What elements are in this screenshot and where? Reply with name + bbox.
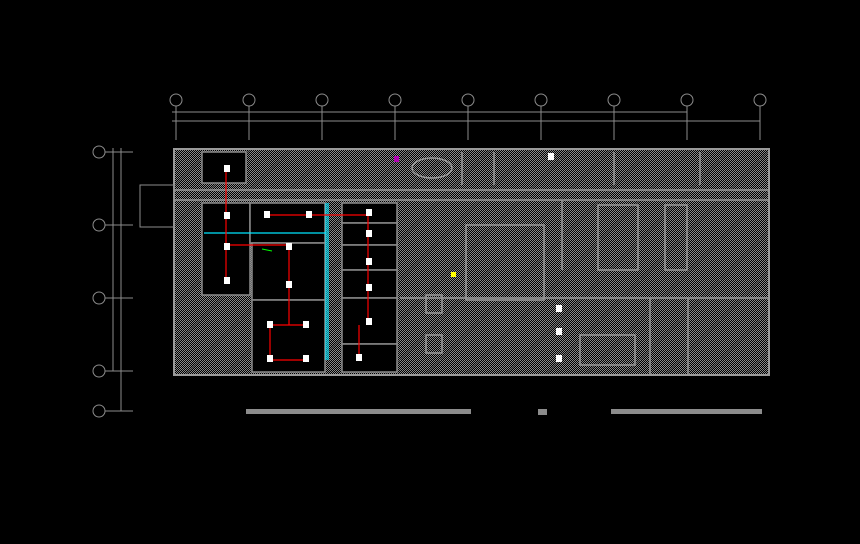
light-fixture bbox=[267, 355, 273, 362]
light-fixture bbox=[224, 277, 230, 284]
furniture-1 bbox=[425, 294, 443, 314]
marker-magenta bbox=[394, 156, 399, 162]
light-fixture bbox=[366, 284, 372, 291]
axis-bubble bbox=[169, 93, 183, 107]
light-fixture bbox=[366, 318, 372, 325]
light-fixture bbox=[303, 321, 309, 328]
light-fixture bbox=[224, 212, 230, 219]
axis-bubble bbox=[92, 404, 106, 418]
room-east-3 bbox=[341, 244, 398, 271]
atrium-wall bbox=[465, 224, 545, 301]
light-fixture bbox=[366, 230, 372, 237]
axis-bubble bbox=[461, 93, 475, 107]
room-east-6 bbox=[341, 343, 398, 373]
light-fixture bbox=[366, 209, 372, 216]
light-fixture bbox=[286, 243, 292, 250]
light-fixture bbox=[286, 281, 292, 288]
furniture-2 bbox=[425, 334, 443, 354]
axis-bubble bbox=[534, 93, 548, 107]
axis-bubble bbox=[607, 93, 621, 107]
marker-green bbox=[261, 248, 273, 252]
light-fixture bbox=[356, 354, 362, 361]
axis-bubble bbox=[92, 291, 106, 305]
seating-block-2 bbox=[664, 204, 688, 271]
axis-bubble bbox=[680, 93, 694, 107]
axis-bubble bbox=[92, 145, 106, 159]
light-fixture bbox=[303, 355, 309, 362]
seating-block-3 bbox=[579, 334, 636, 366]
axis-bubble bbox=[92, 218, 106, 232]
axis-bubble bbox=[315, 93, 329, 107]
bottom-section-bars bbox=[246, 409, 762, 415]
light-fixture bbox=[548, 153, 554, 160]
light-fixture bbox=[556, 355, 562, 362]
light-fixture bbox=[556, 305, 562, 312]
left-axis-grid bbox=[92, 145, 133, 418]
floor-plan bbox=[139, 148, 770, 376]
light-fixture bbox=[366, 258, 372, 265]
room-west-upper bbox=[249, 202, 326, 244]
duct-line bbox=[204, 203, 329, 360]
light-fixture bbox=[556, 328, 562, 335]
light-fixture bbox=[224, 165, 230, 172]
seating-block-1 bbox=[597, 204, 639, 271]
conference-table bbox=[411, 157, 453, 179]
fixtures bbox=[224, 153, 562, 362]
top-axis-grid bbox=[169, 93, 767, 140]
light-fixture bbox=[264, 211, 270, 218]
axis-bubble bbox=[92, 364, 106, 378]
light-fixture bbox=[306, 211, 312, 218]
entrance-canopy bbox=[139, 184, 175, 228]
light-fixture bbox=[224, 243, 230, 250]
axis-bubble bbox=[388, 93, 402, 107]
light-fixture bbox=[267, 321, 273, 328]
marker-yellow bbox=[451, 272, 456, 277]
axis-bubble bbox=[242, 93, 256, 107]
axis-bubble bbox=[753, 93, 767, 107]
